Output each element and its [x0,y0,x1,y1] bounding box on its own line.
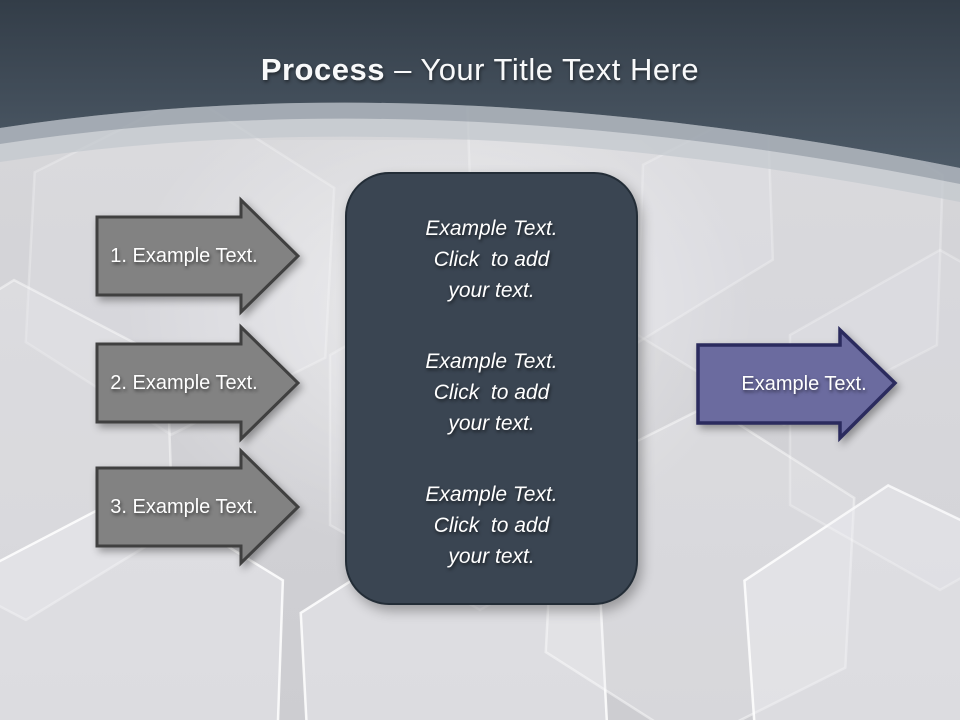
panel-line: your text. [448,412,535,435]
step-arrow-3-label: 3. Example Text. [110,495,258,518]
panel-text-block-2: Example Text. Click to add your text. [361,346,622,439]
step-arrow-1[interactable]: 1. Example Text. [95,196,301,316]
panel-line: Click to add [433,248,550,271]
right-arrow-shape-icon [696,325,898,443]
header-shape [0,0,960,168]
panel-line: your text. [448,545,535,568]
panel-line: Example Text. [425,217,558,240]
title-emphasis: Process [260,52,385,87]
step-arrow-1-label: 1. Example Text. [110,244,258,267]
horizon-band-light [0,118,960,202]
page-title[interactable]: Process – Your Title Text Here [0,52,960,88]
panel-line: Click to add [433,381,550,404]
panel-text-block-1: Example Text. Click to add your text. [361,213,622,306]
panel-line: Example Text. [425,350,558,373]
title-rest: – Your Title Text Here [384,52,700,87]
panel-line: your text. [448,279,535,302]
horizon-band-dark [0,102,960,184]
header-band [0,0,960,202]
panel-line: Click to add [433,514,550,537]
right-arrow-shape-icon [95,447,301,567]
result-arrow[interactable]: Example Text. [696,325,898,443]
result-arrow-label: Example Text. [741,372,867,395]
step-arrow-3[interactable]: 3. Example Text. [95,447,301,567]
right-arrow-shape-icon [95,323,301,443]
right-arrow-shape-icon [95,196,301,316]
step-arrow-2-label: 2. Example Text. [110,371,258,394]
step-arrow-2[interactable]: 2. Example Text. [95,323,301,443]
panel-line: Example Text. [425,483,558,506]
center-text-panel[interactable]: Example Text. Click to add your text. Ex… [345,172,638,605]
panel-text-block-3: Example Text. Click to add your text. [361,479,622,572]
